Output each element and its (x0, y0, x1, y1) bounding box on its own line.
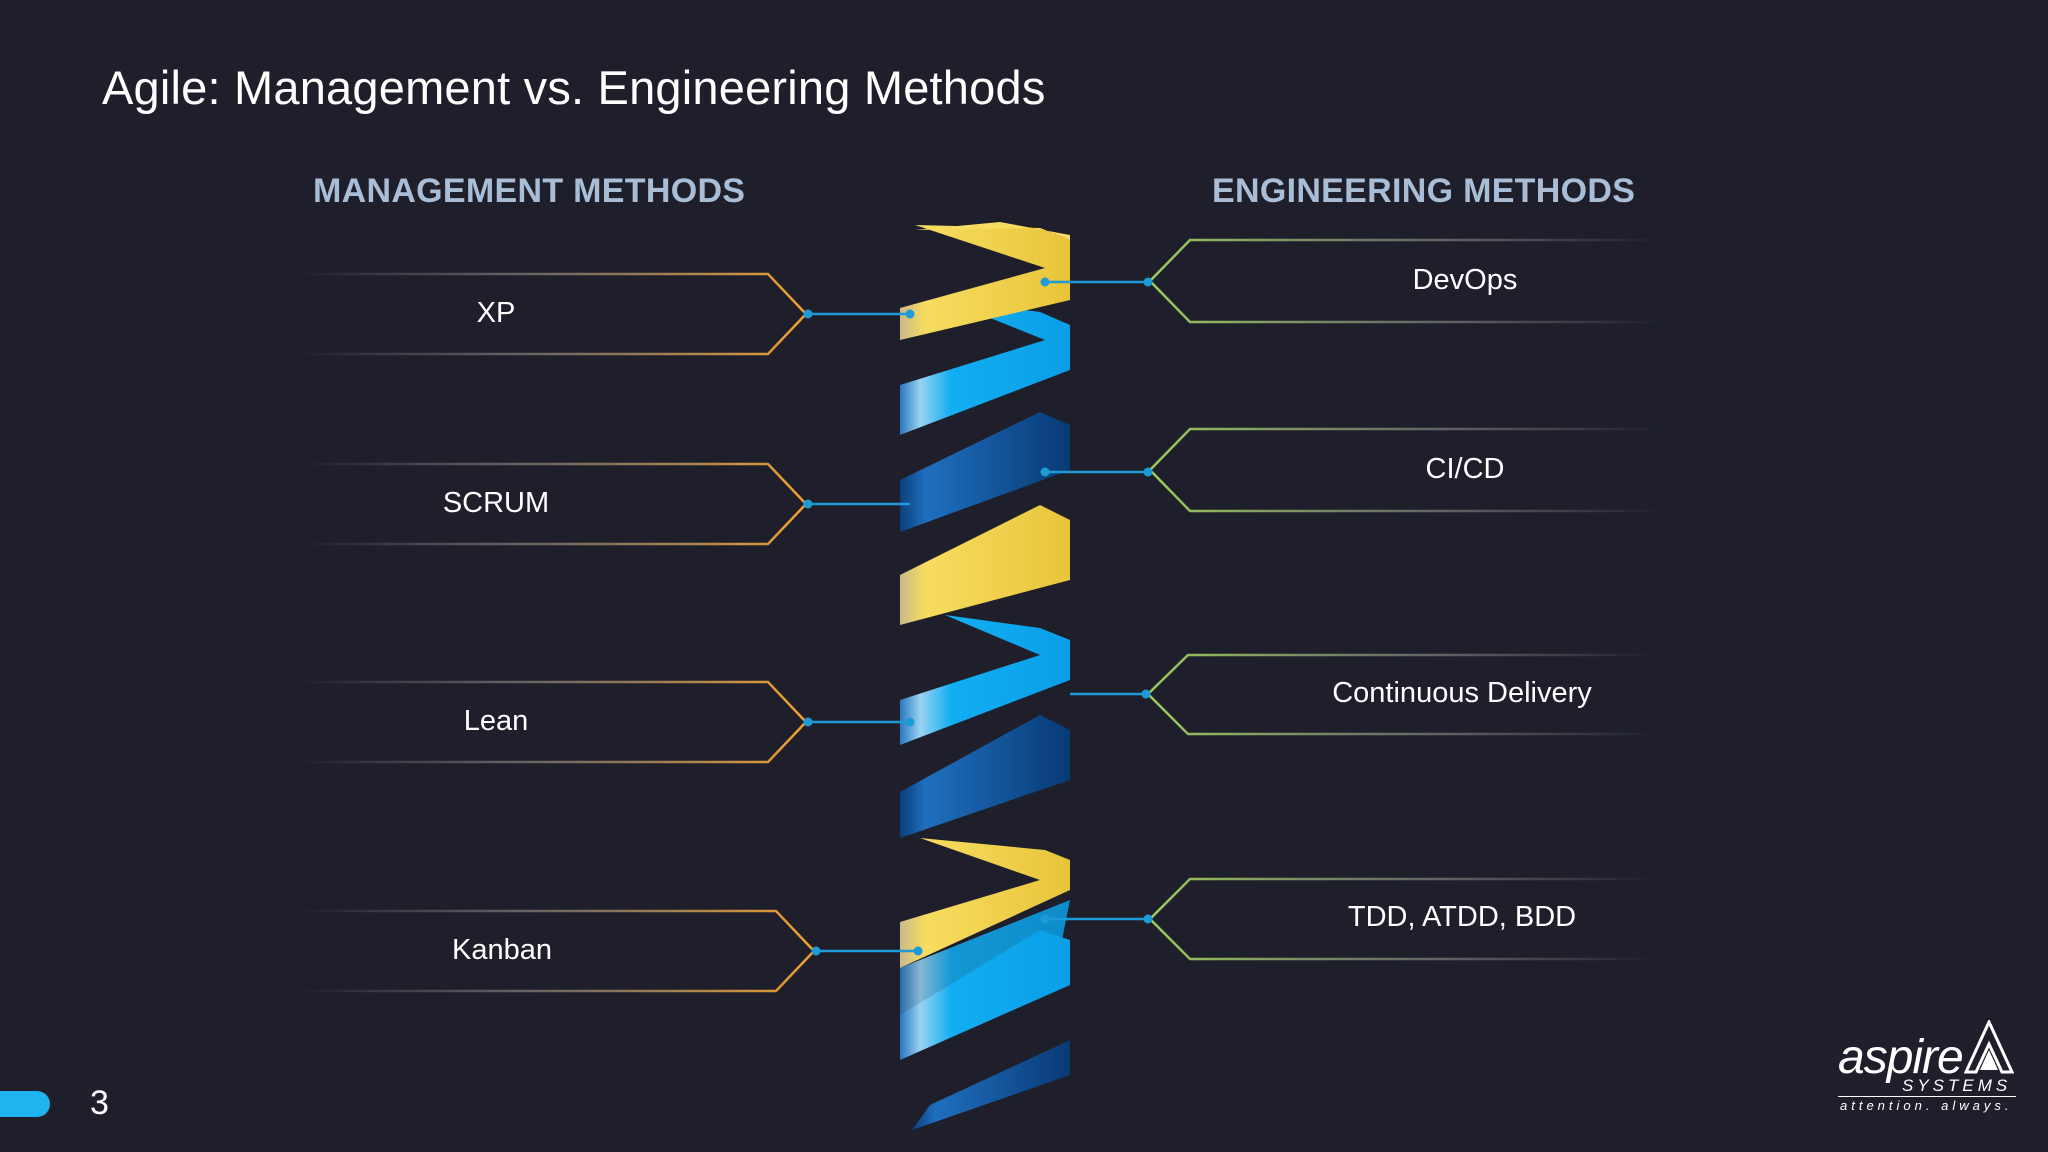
helix-segment-yellow (900, 838, 1070, 968)
management-item-kanban: Kanban (452, 934, 552, 966)
helix-segment-yellow (900, 505, 1070, 625)
helix-segment-blue (900, 900, 1070, 1015)
management-shapes (300, 272, 816, 993)
connector-dot (913, 946, 923, 956)
page-number: 3 (90, 1084, 109, 1122)
helix-segment-dark (900, 412, 1070, 532)
engineering-item-cicd: CI/CD (1425, 453, 1505, 485)
slide-title: Agile: Management vs. Engineering Method… (102, 61, 1046, 114)
engineering-item-continuous-delivery: Continuous Delivery (1332, 677, 1592, 709)
helix-segment-blue (900, 615, 1070, 745)
management-item-lean: Lean (463, 705, 529, 737)
engineering-item-tdd-atdd-bdd: TDD, ATDD, BDD (1347, 901, 1577, 933)
connector-dot (803, 309, 813, 319)
connector-dot (1143, 277, 1153, 287)
connector-dot (811, 946, 821, 956)
logo-rule (1838, 1096, 2016, 1097)
aspire-systems-logo: aspire SYSTEMS attention. always. (1836, 1020, 2016, 1135)
logo-mark-icon (1964, 1020, 2014, 1074)
management-item-scrum: SCRUM (442, 487, 550, 519)
connector-dot (803, 499, 813, 509)
helix-segment-blue (900, 300, 1070, 435)
connector-dot (1143, 467, 1153, 477)
helix-segment-dark (912, 1040, 1070, 1130)
connector-dot (905, 717, 915, 727)
helix-segment-yellow (900, 225, 1070, 340)
connector-dot (1040, 277, 1050, 287)
logo-tagline: attention. always. (1840, 1098, 2013, 1113)
logo-sub: SYSTEMS (1902, 1076, 2012, 1095)
connector-dot (1143, 914, 1153, 924)
connector-dot (803, 717, 813, 727)
helix-ribbon (900, 222, 1070, 1130)
page-marker (0, 1091, 50, 1117)
logo-name: aspire (1838, 1031, 1964, 1084)
connector-dot (905, 309, 915, 319)
connector-dot (1141, 689, 1151, 699)
engineering-shapes (1146, 238, 1662, 961)
management-item-xp: XP (476, 297, 516, 329)
connector-dot (1040, 467, 1050, 477)
connector-dot (1040, 914, 1050, 924)
management-methods-heading: MANAGEMENT METHODS (313, 172, 746, 210)
helix-segment-yellow (915, 222, 1070, 240)
engineering-item-devops: DevOps (1412, 264, 1518, 296)
engineering-connectors (1040, 277, 1153, 924)
management-connectors (803, 309, 923, 956)
helix-segment-dark (900, 715, 1070, 838)
engineering-methods-heading: ENGINEERING METHODS (1212, 172, 1636, 210)
